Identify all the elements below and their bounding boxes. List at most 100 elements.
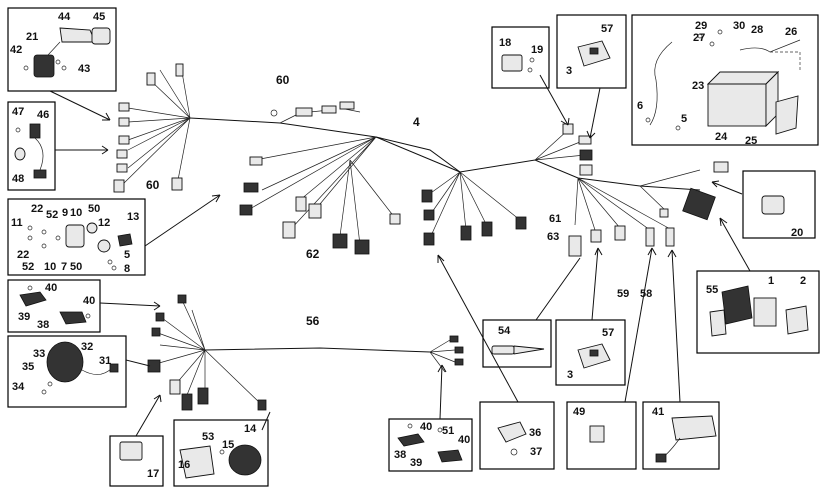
- callout-52b: 52: [22, 261, 34, 273]
- callout-10b: 10: [44, 261, 56, 273]
- callout-42: 42: [10, 44, 22, 56]
- callout-3a: 3: [566, 65, 572, 77]
- callout-7: 7: [61, 261, 67, 273]
- callout-9: 9: [62, 207, 68, 219]
- horn-bracket-sketch: [179, 444, 262, 479]
- callout-22b: 22: [17, 249, 29, 261]
- callout-14: 14: [244, 423, 257, 435]
- connector-57-bottom-sketch: [577, 343, 611, 369]
- callout-36: 36: [529, 427, 541, 439]
- callout-62: 62: [306, 247, 320, 261]
- rectifier-sketch: [709, 285, 809, 337]
- rear-harness: [147, 294, 464, 411]
- callout-56: 56: [306, 314, 320, 328]
- callout-2: 2: [800, 275, 806, 287]
- inset-box-handlebar-switch[interactable]: [7, 7, 117, 92]
- callout-10a: 10: [70, 207, 82, 219]
- callout-19: 19: [531, 44, 543, 56]
- callout-50a: 50: [88, 203, 100, 215]
- callout-32: 32: [81, 341, 93, 353]
- callout-28: 28: [751, 24, 763, 36]
- relay-17-sketch: [119, 441, 143, 461]
- battery-sketch: [645, 29, 801, 135]
- ignition-switch-sketch: [27, 222, 133, 271]
- callout-46: 46: [37, 109, 49, 121]
- callout-27: 27: [693, 32, 705, 44]
- callout-44: 44: [58, 11, 71, 23]
- callout-54: 54: [498, 325, 511, 337]
- callout-18: 18: [499, 37, 511, 49]
- callout-57b: 57: [602, 327, 614, 339]
- callout-23: 23: [692, 80, 704, 92]
- rear-indicators-sketch: [397, 423, 463, 463]
- inset-box-relay-18[interactable]: [491, 26, 550, 89]
- callout-60b: 60: [146, 178, 160, 192]
- callout-43: 43: [78, 63, 90, 75]
- callout-labels: 44 45 21 42 43 47 46 48 22 52 9 10 50 11…: [10, 11, 806, 480]
- callout-61: 61: [549, 213, 561, 225]
- callout-40a: 40: [45, 282, 57, 294]
- plate-light-41-sketch: [655, 415, 717, 463]
- callout-47: 47: [12, 106, 24, 118]
- callout-16: 16: [178, 459, 190, 471]
- connector-57-top-sketch: [577, 40, 611, 67]
- callout-60a: 60: [276, 73, 290, 87]
- callout-59: 59: [617, 288, 629, 300]
- plug-54-sketch: [491, 345, 545, 355]
- left-connector-cluster: [113, 63, 184, 193]
- callout-34: 34: [12, 381, 25, 393]
- callout-3b: 3: [567, 369, 573, 381]
- callout-57a: 57: [601, 23, 613, 35]
- inset-box-front-indicators[interactable]: [7, 279, 101, 333]
- callout-37: 37: [530, 446, 542, 458]
- leader-arrows: [49, 74, 751, 437]
- inset-box-sensor[interactable]: [7, 101, 56, 191]
- handlebar-switch-sketch: [23, 27, 111, 78]
- callout-40c: 40: [420, 421, 432, 433]
- callout-31: 31: [99, 355, 111, 367]
- fuse-49-sketch: [589, 425, 605, 443]
- callout-38b: 38: [394, 449, 406, 461]
- callout-45: 45: [93, 11, 105, 23]
- relay-20-sketch: [761, 195, 785, 215]
- callout-20: 20: [791, 227, 803, 239]
- callout-55: 55: [706, 284, 718, 296]
- callout-40d: 40: [458, 434, 470, 446]
- relay-18-sketch: [501, 54, 535, 73]
- callout-49: 49: [573, 406, 585, 418]
- callout-24: 24: [715, 131, 728, 143]
- callout-41: 41: [652, 406, 664, 418]
- callout-12: 12: [98, 217, 110, 229]
- bracket-36-sketch: [497, 421, 527, 456]
- callout-38a: 38: [37, 319, 49, 331]
- main-harness: [113, 63, 729, 257]
- callout-22a: 22: [31, 203, 43, 215]
- right-connector-cluster: [562, 123, 729, 257]
- callout-35: 35: [22, 361, 34, 373]
- callout-33: 33: [33, 348, 45, 360]
- callout-15: 15: [222, 439, 234, 451]
- callout-29: 29: [695, 20, 707, 32]
- callout-48: 48: [12, 173, 24, 185]
- callout-6: 6: [637, 100, 643, 112]
- callout-8: 8: [124, 263, 130, 275]
- callout-53: 53: [202, 431, 214, 443]
- callout-30: 30: [733, 20, 745, 32]
- callout-11: 11: [11, 217, 23, 229]
- callout-13: 13: [127, 211, 139, 223]
- middle-connector-cluster: [239, 156, 401, 255]
- inset-box-plug-54[interactable]: [482, 319, 552, 368]
- callout-58: 58: [640, 288, 652, 300]
- callout-1: 1: [768, 275, 774, 287]
- callout-51: 51: [442, 425, 454, 437]
- inset-box-connector-57-bottom[interactable]: [555, 319, 626, 386]
- rear-connector-cluster: [147, 294, 464, 411]
- callout-40b: 40: [83, 295, 95, 307]
- callout-52a: 52: [46, 209, 58, 221]
- callout-39b: 39: [410, 457, 422, 469]
- callout-21: 21: [26, 31, 38, 43]
- callout-26: 26: [785, 26, 797, 38]
- callout-39a: 39: [18, 311, 30, 323]
- front-indicators-sketch: [19, 285, 91, 325]
